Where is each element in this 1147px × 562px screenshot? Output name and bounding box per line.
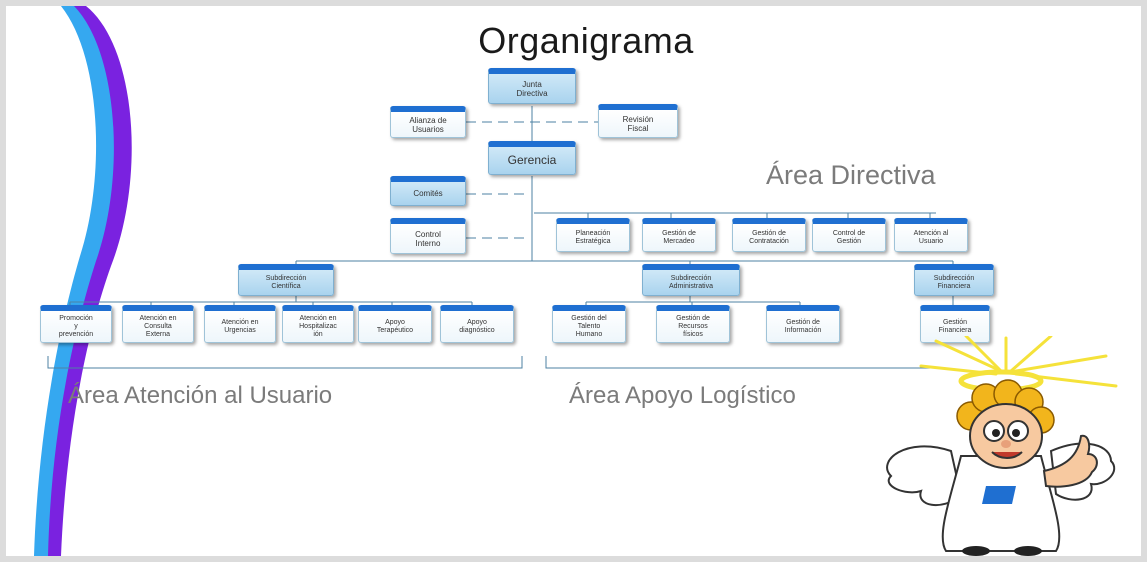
node-junta-directiva: Junta Directiva	[488, 68, 576, 104]
node-hospitalizacion: Atención en Hospitalizac ión	[282, 305, 354, 343]
node-planeacion-estrategica: Planeación Estratégica	[556, 218, 630, 252]
node-gestion-financiera: Gestión Financiera	[920, 305, 990, 343]
node-subdireccion-financiera: Subdirección Financiera	[914, 264, 994, 296]
page-title: Organigrama	[478, 20, 694, 61]
area-directiva-label: Área Directiva	[766, 160, 936, 190]
decorative-wave	[6, 6, 132, 556]
node-gestion-informacion: Gestión de Información	[766, 305, 840, 343]
node-consulta-externa: Atención en Consulta Externa	[122, 305, 194, 343]
node-revision-fiscal: Revisión Fiscal	[598, 104, 678, 138]
node-recursos-fisicos: Gestión de Recursos físicos	[656, 305, 730, 343]
node-urgencias: Atención en Urgencias	[204, 305, 276, 343]
node-talento-humano: Gestión del Talento Humano	[552, 305, 626, 343]
node-comites: Comités	[390, 176, 466, 206]
node-gestion-mercadeo: Gestión de Mercadeo	[642, 218, 716, 252]
node-atencion-usuario: Atención al Usuario	[894, 218, 968, 252]
area-atencion-label: Área Atención al Usuario	[68, 382, 333, 409]
slide: Organigrama	[6, 6, 1141, 556]
node-apoyo-diagnostico: Apoyo diagnóstico	[440, 305, 514, 343]
node-control-interno: Control Interno	[390, 218, 466, 254]
node-apoyo-terapeutico: Apoyo Terapéutico	[358, 305, 432, 343]
node-subdireccion-cientifica: Subdirección Científica	[238, 264, 334, 296]
node-promocion-prevencion: Promoción y prevención	[40, 305, 112, 343]
node-alianza-usuarios: Alianza de Usuarios	[390, 106, 466, 138]
node-control-gestion: Control de Gestión	[812, 218, 886, 252]
node-gerencia: Gerencia	[488, 141, 576, 175]
area-apoyo-label: Área Apoyo Logístico	[569, 382, 796, 409]
node-subdireccion-administrativa: Subdirección Administrativa	[642, 264, 740, 296]
angel-mascot-icon	[886, 336, 1118, 556]
node-gestion-contratacion: Gestión de Contratación	[732, 218, 806, 252]
